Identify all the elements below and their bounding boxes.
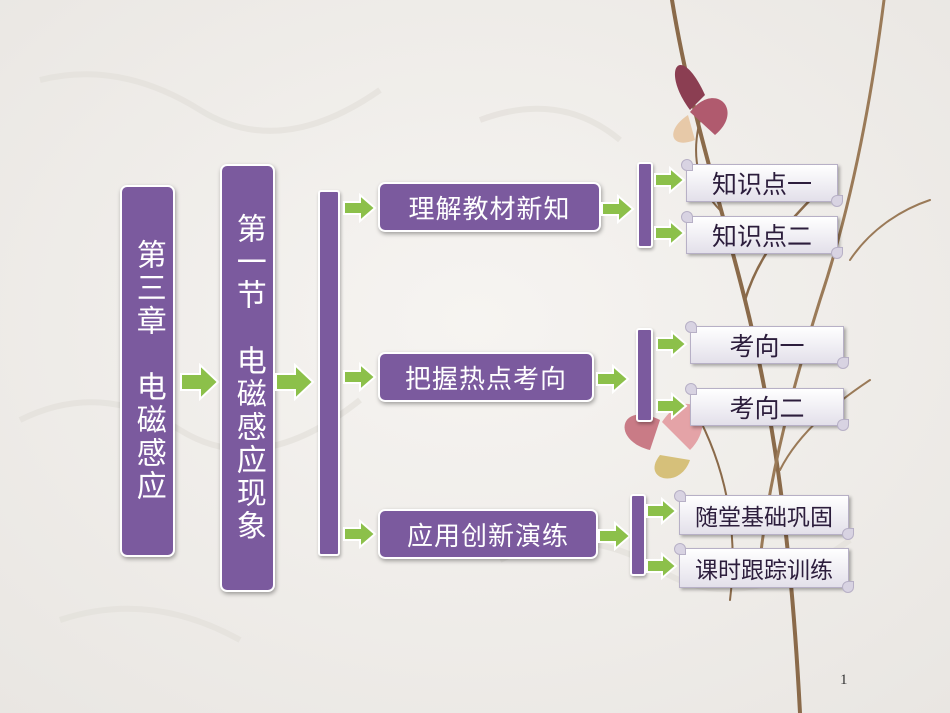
right-arrow-icon (656, 392, 688, 420)
branch-label-3: 应用创新演练 (406, 521, 569, 552)
right-arrow-icon (180, 363, 220, 401)
right-arrow-icon (601, 194, 635, 224)
subtopic-label-2-2: 考向二 (729, 394, 805, 423)
subtopic-label-1-1: 知识点一 (711, 170, 812, 199)
right-arrow-icon (343, 193, 377, 223)
right-arrow-icon (646, 497, 678, 525)
sub-connector-bar-1 (637, 162, 653, 248)
subtopic-tag-3-1: 随堂基础巩固 (674, 490, 854, 540)
right-arrow-icon (275, 363, 315, 401)
subtopic-tag-2-1: 考向一 (685, 321, 849, 369)
subtopic-tag-3-2: 课时跟踪训练 (674, 543, 854, 593)
page-number: 1 (840, 672, 848, 688)
right-arrow-icon (656, 330, 688, 358)
butterfly-illustration (673, 64, 728, 143)
subtopic-label-2-1: 考向一 (729, 332, 805, 361)
subtopic-tag-1-1: 知识点一 (681, 159, 843, 207)
sub-connector-bar-2 (636, 328, 653, 422)
sub-connector-bar-3 (630, 494, 646, 576)
subtopic-tag-2-2: 考向二 (685, 383, 849, 431)
section-label: 第一节 电磁感应现象 (230, 213, 266, 543)
right-arrow-icon (646, 552, 678, 580)
branch-label-2: 把握热点考向 (404, 364, 567, 395)
branch-box-2: 把握热点考向 (378, 352, 594, 402)
right-arrow-icon (596, 364, 630, 394)
subtopic-label-1-2: 知识点二 (711, 222, 812, 251)
right-arrow-icon (598, 521, 632, 551)
chapter-label: 第三章 电磁感应 (130, 239, 166, 503)
subtopic-label-3-1: 随堂基础巩固 (695, 505, 833, 531)
section-box: 第一节 电磁感应现象 (220, 164, 275, 592)
branch-connector-bar (318, 190, 340, 556)
subtopic-label-3-2: 课时跟踪训练 (695, 558, 833, 584)
branch-box-3: 应用创新演练 (378, 509, 598, 559)
right-arrow-icon (343, 519, 377, 549)
branch-label-1: 理解教材新知 (408, 194, 571, 225)
branch-box-1: 理解教材新知 (378, 182, 601, 232)
subtopic-tag-1-2: 知识点二 (681, 211, 843, 259)
right-arrow-icon (654, 166, 686, 194)
right-arrow-icon (343, 362, 377, 392)
chapter-box: 第三章 电磁感应 (120, 185, 175, 557)
right-arrow-icon (654, 219, 686, 247)
